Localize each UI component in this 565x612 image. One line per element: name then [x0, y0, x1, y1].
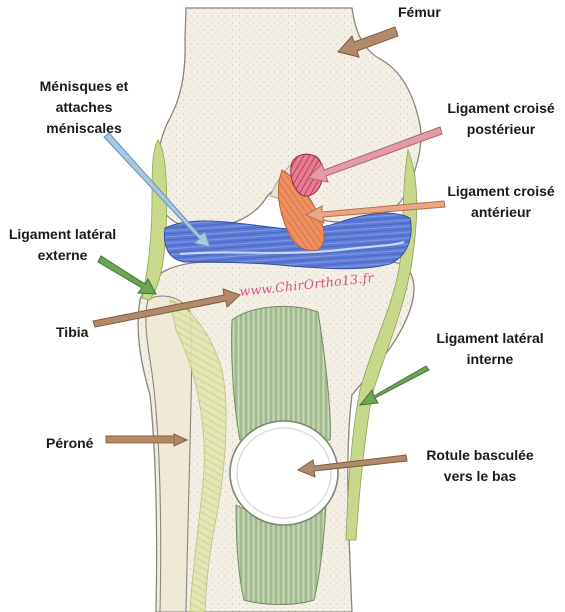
- label-lca-line1: Ligament croisé: [447, 183, 555, 199]
- arrow-femur: [337, 26, 399, 58]
- arrow-lli: [358, 365, 430, 406]
- label-lcp-line1: Ligament croisé: [447, 100, 555, 116]
- label-menisques: Ménisques et attaches méniscales: [24, 76, 144, 139]
- label-ligament-lateral-interne: Ligament latéral interne: [424, 328, 556, 370]
- posterior-cruciate-ligament: [290, 153, 324, 197]
- arrow-rotule: [296, 454, 408, 478]
- label-femur-text: Fémur: [398, 4, 441, 20]
- label-tibia: Tibia: [56, 322, 88, 343]
- label-lca-line2: antérieur: [471, 204, 531, 220]
- menisci-band: [163, 212, 412, 270]
- label-rotule-line2: vers le bas: [443, 468, 517, 484]
- arrow-menisques: [103, 132, 211, 248]
- arrow-lca: [304, 200, 446, 224]
- label-lli-line2: interne: [466, 351, 514, 367]
- patella-rotule: [229, 420, 339, 526]
- arrow-perone: [105, 433, 189, 447]
- patella-rim: [236, 427, 332, 519]
- label-menisques-line2: attaches: [55, 99, 113, 115]
- anterior-cruciate-ligament: [277, 169, 325, 251]
- label-femur: Fémur: [398, 2, 441, 23]
- label-ligament-croise-anterieur: Ligament croisé antérieur: [436, 181, 565, 223]
- label-lle-line2: externe: [37, 247, 88, 263]
- label-perone-text: Péroné: [46, 435, 94, 451]
- label-perone: Péroné: [46, 433, 93, 454]
- label-lli-line1: Ligament latéral: [436, 330, 544, 346]
- label-rotule: Rotule basculée vers le bas: [420, 445, 540, 487]
- arrow-lle: [97, 255, 157, 295]
- meniscus-edge-line: [179, 241, 405, 255]
- arrow-tibia: [92, 288, 241, 328]
- medial-collateral-ligament-interne: [345, 148, 418, 541]
- label-menisques-line3: méniscales: [46, 120, 122, 136]
- label-rotule-line1: Rotule basculée: [426, 447, 534, 463]
- patellar-tendon: [231, 305, 331, 441]
- label-lle-line1: Ligament latéral: [8, 226, 117, 242]
- fibular-ligament-band: [169, 299, 227, 612]
- label-ligament-croise-posterieur: Ligament croisé postérieur: [436, 98, 565, 140]
- label-ligament-lateral-externe: Ligament latéral externe: [0, 224, 125, 266]
- label-tibia-text: Tibia: [56, 324, 89, 340]
- label-lcp-line2: postérieur: [466, 121, 536, 137]
- label-menisques-line1: Ménisques et: [39, 78, 129, 94]
- arrow-lcp: [306, 126, 443, 183]
